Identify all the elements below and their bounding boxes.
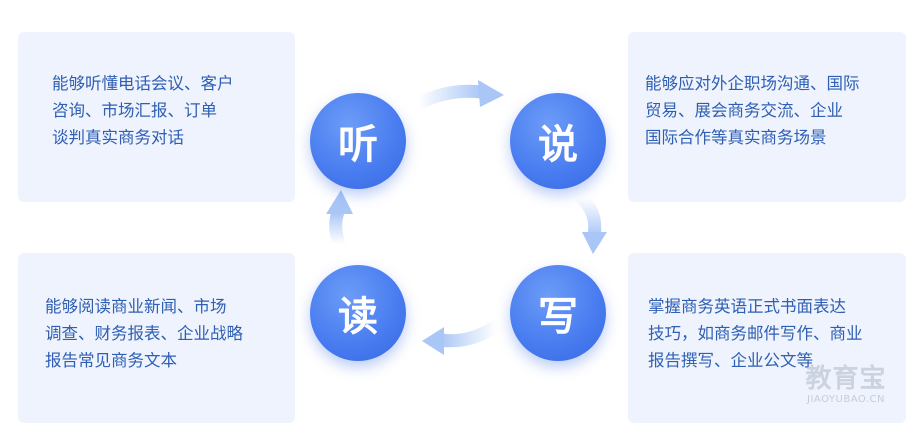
reading-circle: 读 [310, 265, 406, 361]
listening-description-card: 能够听懂电话会议、客户 咨询、市场汇报、订单 谈判真实商务对话 [18, 32, 295, 202]
card-text-line: 技巧，如商务邮件写作、商业 [648, 324, 863, 343]
card-text-line: 咨询、市场汇报、订单 [52, 101, 217, 120]
arrow-read-to-listen [326, 190, 353, 251]
listening-circle: 听 [310, 93, 406, 189]
card-text-line: 谈判真实商务对话 [52, 128, 184, 147]
watermark-cn: 教育宝 [805, 364, 887, 394]
card-text-line: 能够阅读商业新闻、市场 [45, 297, 227, 316]
writing-description-card: 掌握商务英语正式书面表达 技巧，如商务邮件写作、商业 报告撰写、企业公文等 [628, 253, 906, 423]
card-text-line: 能够听懂电话会议、客户 [52, 74, 234, 93]
card-text-line: 报告撰写、企业公文等 [648, 351, 813, 370]
speaking-circle: 说 [510, 93, 606, 189]
speaking-description-card: 能够应对外企职场沟通、国际 贸易、展会商务交流、企业 国际合作等真实商务场景 [628, 32, 906, 202]
card-text-line: 能够应对外企职场沟通、国际 [645, 74, 860, 93]
card-text-line: 调查、财务报表、企业战略 [45, 324, 243, 343]
card-text-line: 贸易、展会商务交流、企业 [645, 101, 843, 120]
reading-description-card: 能够阅读商业新闻、市场 调查、财务报表、企业战略 报告常见商务文本 [18, 253, 295, 423]
card-text-line: 报告常见商务文本 [45, 351, 177, 370]
card-text-line: 掌握商务英语正式书面表达 [648, 297, 846, 316]
card-text-line: 国际合作等真实商务场景 [645, 128, 827, 147]
watermark-en: JIAOYUBAO.CN [807, 394, 885, 405]
arrow-listen-to-speak [411, 80, 504, 111]
arrow-write-to-read [422, 319, 503, 355]
arrow-speak-to-write [575, 191, 607, 254]
writing-circle: 写 [510, 265, 606, 361]
watermark-logo: 教育宝 JIAOYUBAO.CN [786, 364, 906, 406]
